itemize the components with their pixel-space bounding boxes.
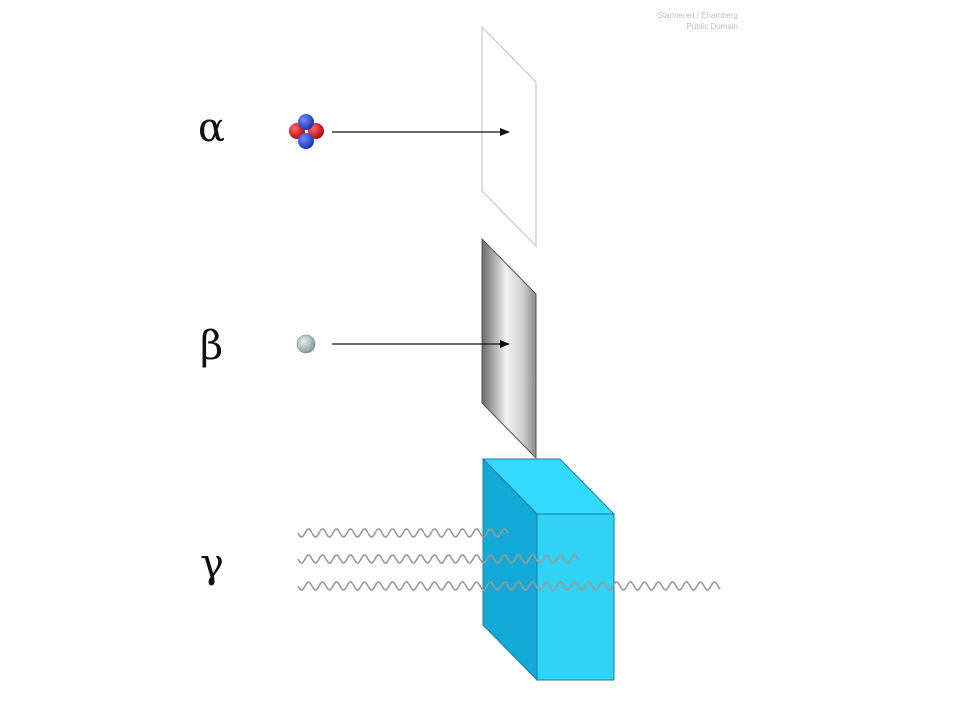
lead-block — [481, 457, 616, 682]
credit-line-2: Public Domain — [686, 22, 738, 31]
beta-particle-icon — [296, 334, 316, 354]
aluminium-sheet — [481, 237, 537, 460]
lead-block-front — [536, 513, 615, 681]
gamma-label: γ — [200, 541, 224, 587]
gamma-wave-short — [297, 528, 509, 538]
gamma-waves — [297, 528, 721, 591]
gamma-wave-long — [297, 581, 721, 591]
credit-line-1: Stannered / Ehamberg — [657, 11, 739, 20]
gamma-wave-medium — [297, 554, 579, 564]
paper-sheet — [481, 25, 537, 248]
image-credit: Stannered / Ehamberg Public Domain — [658, 10, 739, 32]
beta-label: β — [200, 323, 224, 369]
alpha-label: α — [198, 105, 226, 151]
alpha-particle-icon — [289, 114, 324, 149]
